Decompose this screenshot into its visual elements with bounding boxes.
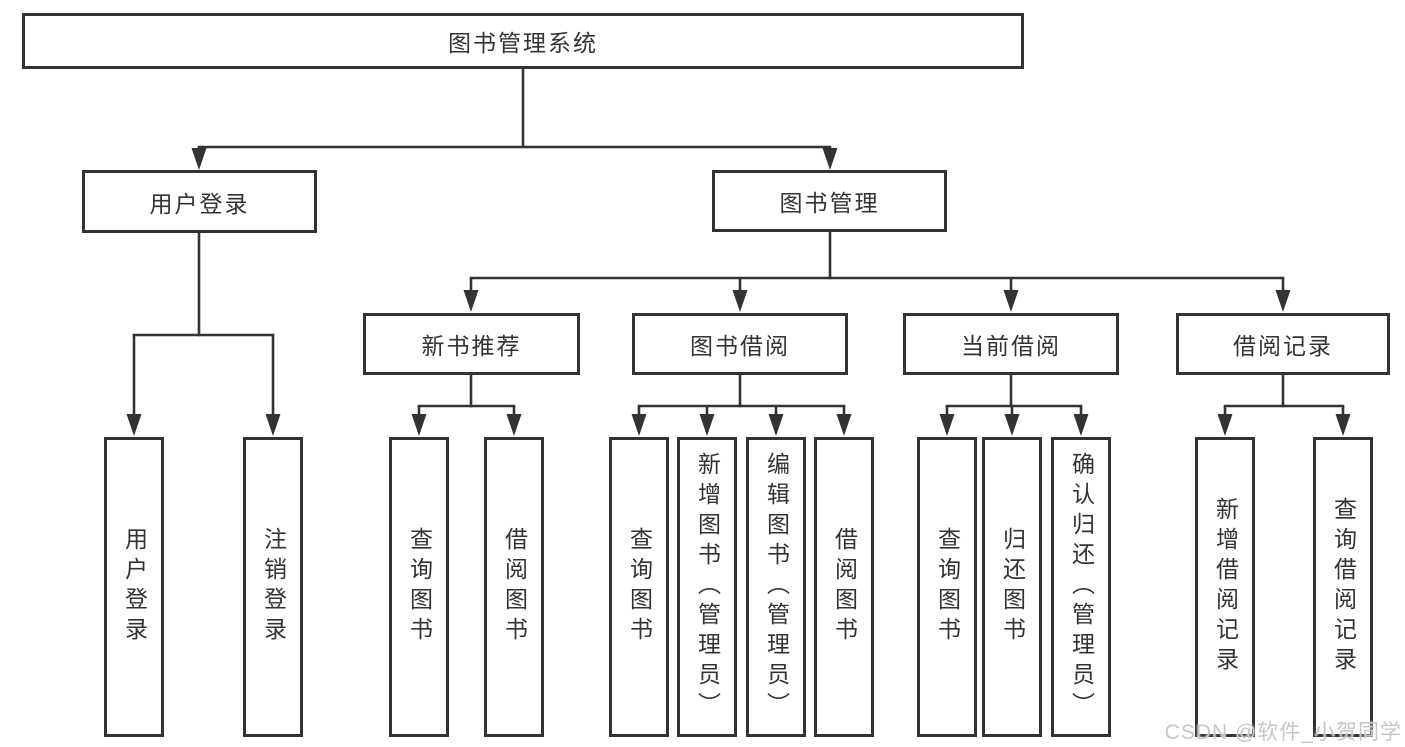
node-root-label: 图书管理系统 (448, 30, 598, 56)
leaf-return-book-label: 归还图书 (999, 527, 1026, 647)
leaf-query-books-current: 查询图书 (917, 437, 977, 737)
node-book-management-label: 图书管理 (779, 190, 880, 216)
leaf-add-book-admin: 新增图书（管理员） (677, 437, 737, 737)
leaf-query-books-current-label: 查询图书 (934, 527, 961, 647)
node-current-borrowing-label: 当前借阅 (961, 333, 1061, 359)
leaf-user-login-label: 用户登录 (121, 527, 148, 647)
node-user-login: 用户登录 (82, 170, 317, 233)
leaf-query-borrow-record-label: 查询借阅记录 (1330, 497, 1357, 677)
node-book-management: 图书管理 (712, 170, 947, 232)
watermark: CSDN @软件_小贺同学 (1164, 721, 1402, 744)
leaf-borrow-books-borrowing: 借阅图书 (814, 437, 874, 737)
leaf-logout-label: 注销登录 (260, 527, 287, 647)
leaf-confirm-return-admin: 确认归还（管理员） (1051, 437, 1111, 737)
leaf-add-book-admin-label: 新增图书（管理员） (694, 452, 721, 722)
node-new-book-recommendation: 新书推荐 (363, 313, 580, 375)
node-borrowing-records-label: 借阅记录 (1233, 333, 1333, 359)
node-borrowing-records: 借阅记录 (1176, 313, 1390, 375)
leaf-user-login: 用户登录 (104, 437, 164, 737)
leaf-query-books-borrowing-label: 查询图书 (626, 527, 653, 647)
node-current-borrowing: 当前借阅 (903, 313, 1119, 375)
leaf-query-borrow-record: 查询借阅记录 (1313, 437, 1373, 737)
leaf-logout: 注销登录 (243, 437, 303, 737)
node-root: 图书管理系统 (22, 13, 1024, 69)
leaf-query-books-borrowing: 查询图书 (609, 437, 669, 737)
node-book-borrowing-label: 图书借阅 (690, 333, 790, 359)
leaf-confirm-return-admin-label: 确认归还（管理员） (1068, 452, 1095, 722)
leaf-edit-book-admin: 编辑图书（管理员） (746, 437, 806, 737)
leaf-query-books-recommend: 查询图书 (389, 437, 449, 737)
leaf-edit-book-admin-label: 编辑图书（管理员） (763, 452, 790, 722)
node-book-borrowing: 图书借阅 (632, 313, 848, 375)
leaf-query-books-recommend-label: 查询图书 (406, 527, 433, 647)
leaf-borrow-books-borrowing-label: 借阅图书 (831, 527, 858, 647)
leaf-borrow-books-recommend: 借阅图书 (484, 437, 544, 737)
node-user-login-label: 用户登录 (149, 190, 250, 217)
leaf-add-borrow-record-label: 新增借阅记录 (1212, 497, 1239, 677)
leaf-borrow-books-recommend-label: 借阅图书 (501, 527, 528, 647)
node-new-book-recommendation-label: 新书推荐 (421, 333, 522, 359)
leaf-return-book: 归还图书 (982, 437, 1042, 737)
leaf-add-borrow-record: 新增借阅记录 (1195, 437, 1255, 737)
